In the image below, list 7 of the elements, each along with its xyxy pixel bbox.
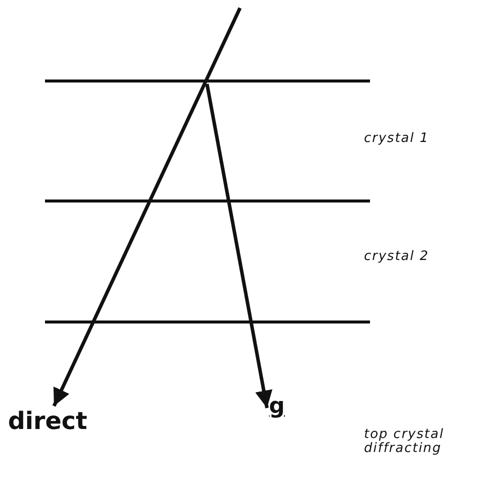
beam-label: direct bbox=[8, 409, 88, 433]
crystal-label: top crystal diffracting bbox=[364, 428, 446, 457]
crystal-label: crystal 1 bbox=[364, 132, 430, 146]
crystal-label: crystal 2 bbox=[364, 250, 430, 264]
vector-label: g bbox=[269, 396, 285, 418]
beam-arrow bbox=[52, 7, 242, 407]
beam-arrow bbox=[205, 84, 272, 408]
